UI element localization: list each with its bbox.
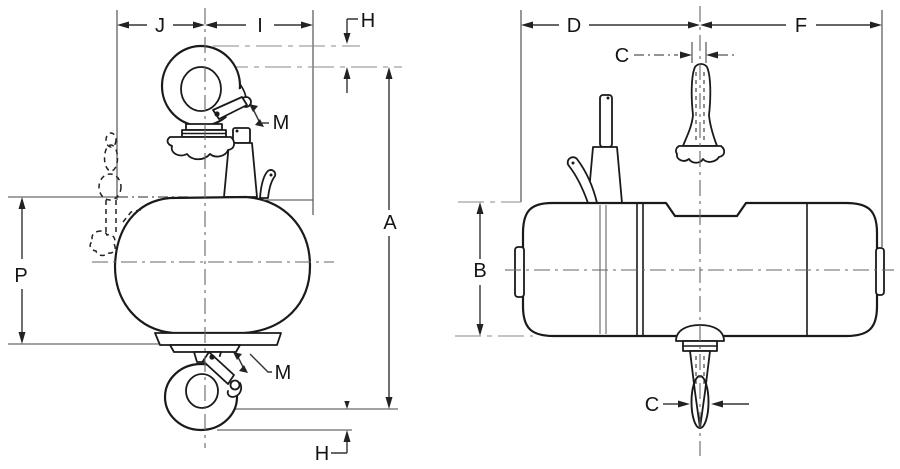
arrowhead-right — [678, 400, 690, 408]
arrowhead-left — [711, 400, 723, 408]
dim-label-C-top: C — [615, 45, 629, 67]
hoist-body-front — [113, 195, 312, 335]
dim-label-B: B — [473, 260, 486, 282]
bottom-hook-point-knob — [229, 379, 241, 391]
arrowhead-up — [18, 197, 26, 209]
arrowhead-up — [343, 67, 351, 79]
pendant-dot — [606, 96, 610, 100]
chain-link — [105, 132, 117, 148]
m-bottom-arrow-shaft — [237, 356, 244, 368]
c-top-ticks — [691, 42, 707, 63]
front-bottom-hook — [163, 351, 250, 432]
dim-label-H-top: H — [361, 10, 375, 32]
chain-stop — [98, 173, 122, 201]
chain-fall — [105, 200, 117, 235]
arrowhead-up — [343, 430, 351, 442]
front-pendant-stem — [223, 127, 277, 199]
arrowhead-right — [193, 21, 205, 29]
power-cable — [259, 169, 277, 199]
arrowhead-left — [521, 21, 533, 29]
swivel-flange — [166, 136, 235, 161]
h-top-bracket — [346, 18, 358, 33]
dim-label-M-bottom: M — [275, 362, 292, 384]
power-cable — [566, 156, 598, 204]
top-hook-hidden-lines — [695, 72, 705, 140]
cable-dot — [269, 173, 273, 177]
front-dimension-lines — [8, 10, 402, 454]
arrowhead-up — [385, 67, 393, 79]
arrowhead-up — [476, 202, 484, 214]
arrowhead-right — [680, 51, 692, 59]
arrowhead-down — [18, 332, 26, 344]
arrowhead-nw — [249, 104, 258, 112]
front-chain-dashed — [89, 132, 122, 257]
arrowhead-right — [688, 21, 700, 29]
arrowhead-left — [117, 21, 129, 29]
front-body — [113, 195, 313, 363]
chain-end-stop — [89, 230, 116, 257]
side-view: D C F B C — [455, 6, 894, 456]
front-m-callouts — [233, 104, 272, 373]
bottom-hook-eye — [185, 373, 219, 409]
arrowhead-down — [343, 33, 351, 44]
arrowhead-se — [239, 365, 248, 373]
dim-label-A: A — [383, 212, 397, 234]
dim-label-M-top: M — [273, 112, 290, 134]
dim-label-J: J — [155, 15, 165, 37]
dim-label-C-bottom: C — [645, 394, 659, 416]
arrowhead-left — [205, 21, 217, 29]
m-top-arrow-shaft — [252, 108, 260, 122]
chain-link — [103, 144, 119, 172]
dim-label-F: F — [795, 15, 807, 37]
latch-pivot — [214, 111, 220, 117]
hidden-edge — [122, 208, 145, 223]
front-top-hook — [160, 44, 258, 161]
h-bottom-bracket — [331, 442, 348, 454]
arrowhead-down — [385, 397, 393, 409]
left-suspension-tab — [514, 246, 525, 298]
arrowhead-left — [700, 21, 712, 29]
arrowhead-se — [255, 119, 264, 127]
front-view: J I H M A P M H — [8, 8, 402, 465]
latch-pivot — [209, 354, 215, 360]
right-suspension-tab — [875, 247, 885, 296]
arrowhead-down — [476, 324, 484, 336]
dim-label-I: I — [257, 15, 263, 37]
pendant-shaft — [599, 94, 613, 148]
top-hook-eye — [180, 66, 222, 112]
arrowhead-right — [870, 21, 882, 29]
bottom-cover-1 — [154, 332, 282, 346]
m-bottom-leader — [249, 353, 272, 373]
arrowhead-right — [301, 21, 313, 29]
dim-label-H-bottom: H — [315, 443, 329, 465]
cable-dot — [571, 161, 575, 165]
pendant-cap — [232, 127, 251, 144]
arrowhead-down-small — [344, 401, 350, 409]
arrowhead-left — [706, 51, 718, 59]
side-pendant-stem — [566, 94, 623, 204]
bottom-hook-hidden-lines — [695, 356, 705, 386]
pendant-dot — [235, 129, 239, 133]
pendant-stem — [223, 142, 258, 198]
side-dimension-lines — [455, 10, 883, 408]
arrowhead-nw — [233, 352, 242, 360]
dim-label-D: D — [567, 15, 581, 37]
dim-label-P: P — [14, 265, 27, 287]
